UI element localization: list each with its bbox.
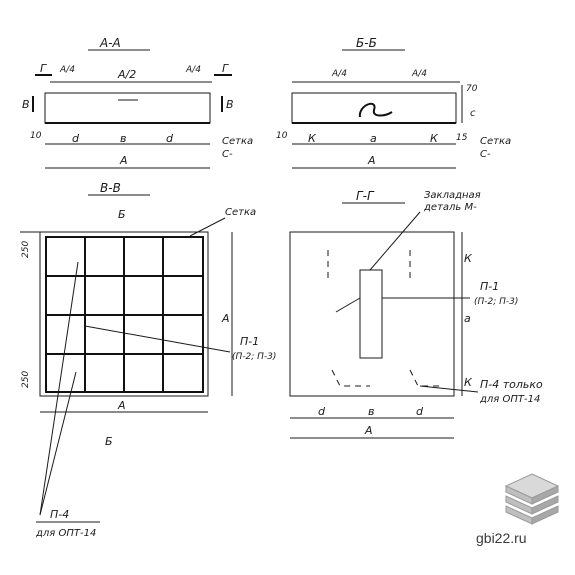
label-setka-c-aa: С- xyxy=(222,149,233,160)
dim-k-left-bb: К xyxy=(308,132,317,145)
section-bb-title: Б-Б xyxy=(356,36,377,50)
hidden-line-3 xyxy=(331,369,370,387)
slab-outline-aa xyxy=(44,92,211,124)
dim-a-bottom-gg: А xyxy=(364,424,373,437)
label-p1sub-gg: (П-2; П-3) xyxy=(474,297,518,307)
dim-70-bb: 70 xyxy=(466,84,478,94)
label-p4sub-vv: для ОПТ-14 xyxy=(35,528,96,539)
dim-d-right-aa: d xyxy=(166,132,174,145)
label-setki-c-bb: С- xyxy=(480,149,491,160)
dim-a-aa: А xyxy=(119,154,128,167)
label-setki-bb: Сетка xyxy=(480,136,511,147)
dim-d-left-gg: d xyxy=(318,405,326,418)
label-zakl-1: Закладная xyxy=(424,190,481,201)
section-aa: А-А Г Г А/4 А/2 А/4 В В 10 d в d А Сетка… xyxy=(22,36,253,169)
dim-k-right-bb: К xyxy=(430,132,439,145)
cut-mark-g-left: Г xyxy=(40,62,47,75)
dim-a-bottom-vv: А xyxy=(117,399,126,412)
dim-d-left-aa: d xyxy=(72,132,80,145)
dim-a-bb: А xyxy=(367,154,376,167)
dim-c-bb: с xyxy=(470,108,476,119)
cut-mark-v-left: В xyxy=(22,98,30,111)
dim-250-bottom: 250 xyxy=(21,371,31,388)
slab-plan-gg xyxy=(289,231,455,397)
dim-15-bb: 15 xyxy=(456,133,468,143)
embedded-part-gg xyxy=(359,269,383,359)
p1-bar-left xyxy=(335,297,361,313)
dim-250-top: 250 xyxy=(21,241,31,258)
dim-b-aa: в xyxy=(120,132,126,145)
dim-d-right-gg: d xyxy=(416,405,424,418)
label-p4only2-gg: для ОПТ-14 xyxy=(479,394,540,405)
label-p4-vv: П-4 xyxy=(50,508,69,521)
section-gg: Г-Г Закладная деталь М- К а К П-1 (П-2; … xyxy=(289,189,543,439)
label-p1sub-vv: (П-2; П-3) xyxy=(232,352,276,362)
label-p4only-gg: П-4 только xyxy=(480,378,543,391)
label-p1-vv: П-1 xyxy=(240,335,259,348)
hidden-line-4 xyxy=(409,369,440,387)
cut-mark-v-right: В xyxy=(226,98,234,111)
section-gg-title: Г-Г xyxy=(356,189,375,203)
leader-p1-vv xyxy=(84,325,231,353)
watermark-logo-icon xyxy=(504,473,560,525)
section-vv-title: В-В xyxy=(100,181,121,195)
watermark-text: gbi22.ru xyxy=(476,530,527,546)
dim-a4-right-bb: А/4 xyxy=(411,69,427,79)
leader-p4-vv-1 xyxy=(39,261,79,516)
dim-10-aa: 10 xyxy=(30,131,42,141)
dim-a4-left-bb: А/4 xyxy=(331,69,347,79)
dim-a-right-gg: а xyxy=(464,312,471,325)
dim-k-top-gg: К xyxy=(464,252,473,265)
dim-b-gg: в xyxy=(368,405,374,418)
label-setka-vv: Сетка xyxy=(225,207,256,218)
lifting-loop-bb xyxy=(358,102,393,118)
leader-setka-vv xyxy=(189,217,226,237)
cut-mark-b-top: Б xyxy=(118,208,126,221)
label-zakl-2: деталь М- xyxy=(423,202,477,213)
cut-mark-g-right: Г xyxy=(222,62,229,75)
leader-p4-vv-2 xyxy=(39,371,77,516)
slab-plan-outer-vv xyxy=(39,231,209,397)
label-setka-aa: Сетка xyxy=(222,136,253,147)
dim-a4-right: А/4 xyxy=(185,65,201,75)
leader-zakl xyxy=(369,211,421,271)
section-bb: Б-Б А/4 А/4 70 с 10 К а К А 15 Сетка С- xyxy=(276,36,511,169)
dim-10-bb: 10 xyxy=(276,131,288,141)
label-p1-gg: П-1 xyxy=(480,280,499,293)
leader-p4-gg xyxy=(419,385,479,393)
dim-a-right-vv: А xyxy=(221,312,230,325)
dim-a-small-bb: а xyxy=(370,132,377,145)
dim-a4-left: А/4 xyxy=(59,65,75,75)
dim-k-bottom-gg: К xyxy=(464,376,473,389)
cut-mark-b-bottom: Б xyxy=(105,435,113,448)
section-vv: В-В Б Сетка 250 250 А А Б П-1 (П-2; П-3)… xyxy=(20,181,276,539)
section-aa-title: А-А xyxy=(99,36,121,50)
dim-a2: А/2 xyxy=(117,68,136,81)
